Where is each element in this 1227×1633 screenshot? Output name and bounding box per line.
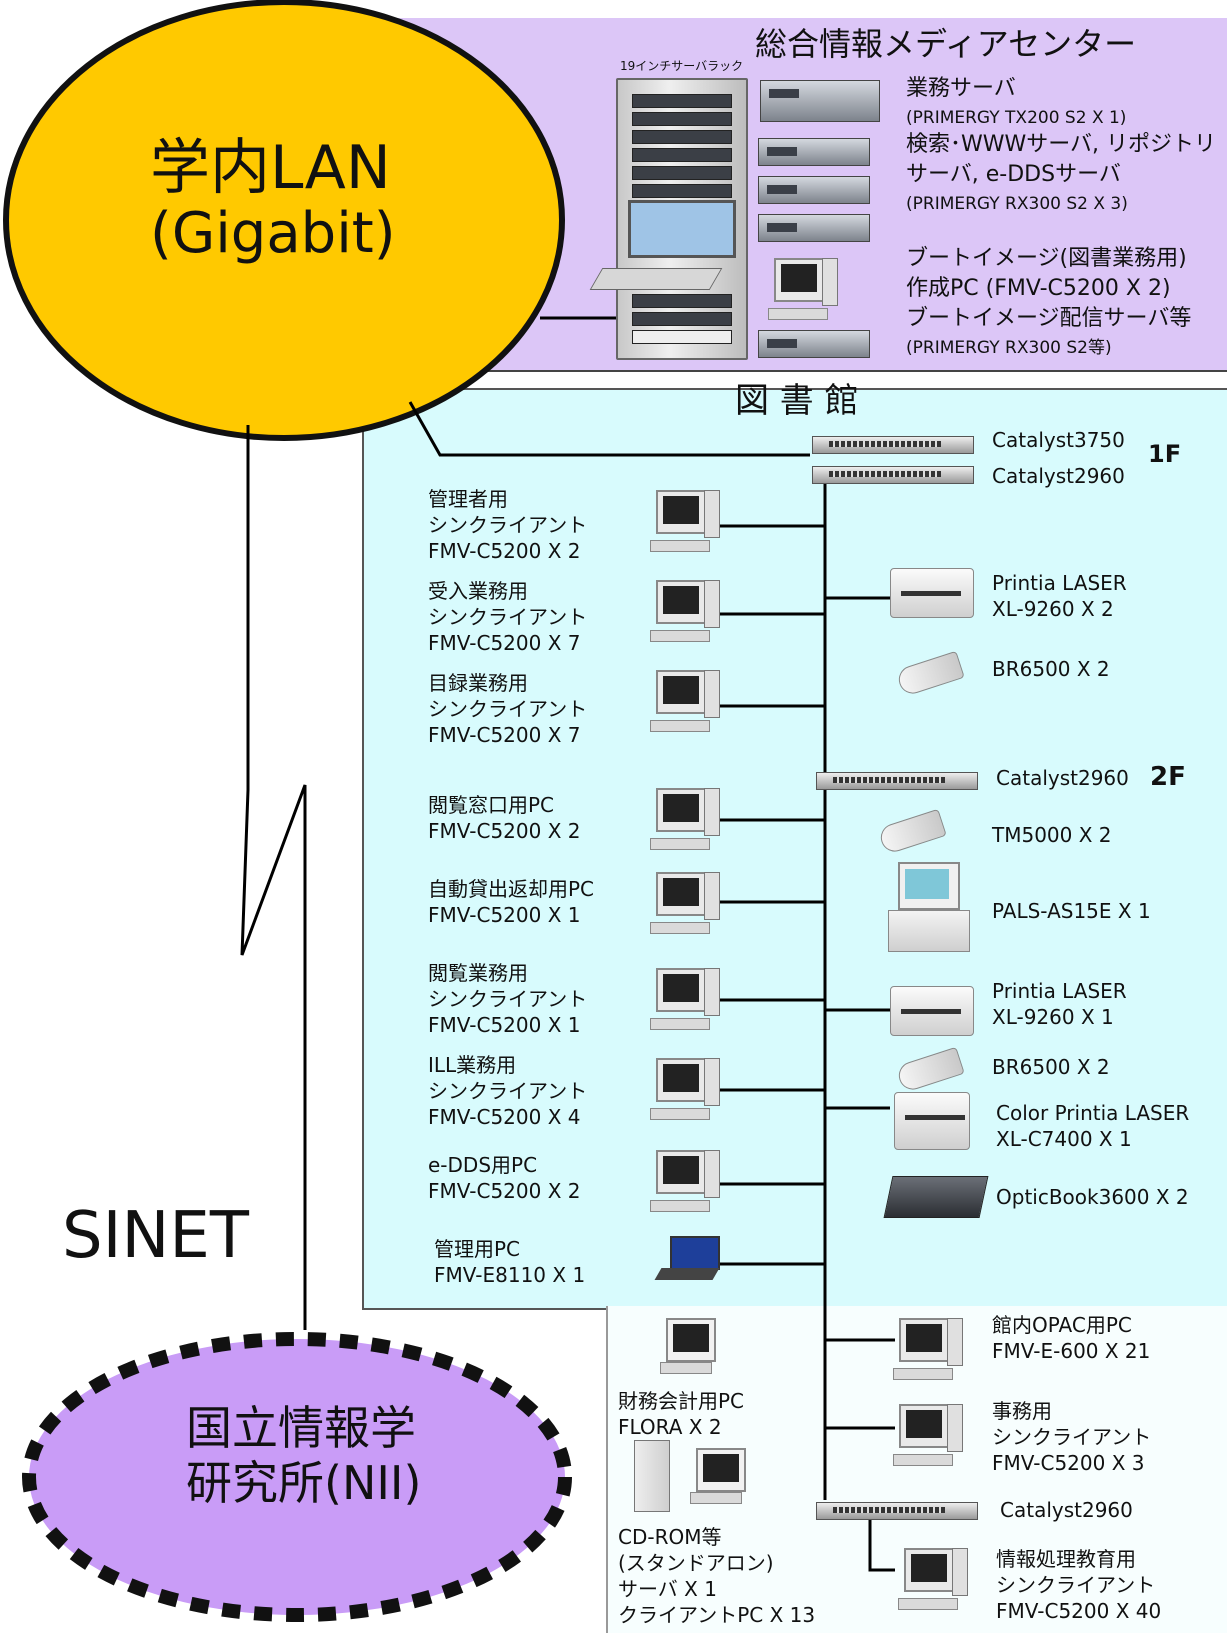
device-label-circulation-pc: 閲覧窓口用PC FMV-C5200 X 2 <box>428 793 581 843</box>
device-label-edds-pc: e-DDS用PC FMV-C5200 X 2 <box>428 1153 581 1203</box>
desktop-pc-icon <box>690 1448 760 1514</box>
device-label-reading-thin-client: 閲覧業務用 シンクライアント FMV-C5200 X 1 <box>428 961 588 1037</box>
business-server-icon <box>760 80 880 122</box>
catalyst2960-switch-1f <box>812 466 974 484</box>
floor-2f-label: 2F <box>1150 762 1186 792</box>
campus-lan-title: 学内LAN <box>150 133 391 203</box>
catalyst2960-switch-office <box>816 1502 978 1520</box>
desktop-pc-icon <box>650 580 720 646</box>
edu-thin-client-label: 情報処理教育用 シンクライアント FMV-C5200 X 40 <box>996 1547 1162 1623</box>
desktop-pc-icon <box>893 1318 963 1384</box>
device-label-acquisition-thin-client: 受入業務用 シンクライアント FMV-C5200 X 7 <box>428 579 588 655</box>
catalyst2960-2f-label: Catalyst2960 <box>996 766 1129 790</box>
campus-lan-ellipse <box>3 0 565 441</box>
opac-pc-label: 館内OPAC用PC FMV-E-600 X 21 <box>992 1313 1151 1363</box>
printer-icon <box>890 986 974 1036</box>
search-servers-line2: サーバ, e-DDSサーバ <box>906 162 1121 187</box>
catalyst2960-office-label: Catalyst2960 <box>1000 1498 1133 1522</box>
catalyst2960-1f-label: Catalyst2960 <box>992 464 1125 488</box>
device-label-br6500-1f: BR6500 X 2 <box>992 657 1110 681</box>
office-thin-client-label: 事務用 シンクライアント FMV-C5200 X 3 <box>992 1399 1152 1475</box>
search-servers-spec: (PRIMERGY RX300 S2 X 3) <box>906 194 1128 214</box>
device-label-admin-pc: 管理用PC FMV-E8110 X 1 <box>434 1237 586 1287</box>
campus-lan-speed: (Gigabit) <box>150 201 396 266</box>
library-panel <box>362 388 1227 1310</box>
rack-server-icon <box>758 214 870 242</box>
desktop-pc-icon <box>650 1058 720 1124</box>
device-label-opticbook: OpticBook3600 X 2 <box>996 1185 1189 1209</box>
rack-server-icon <box>758 138 870 166</box>
desktop-pc-icon <box>650 968 720 1034</box>
desktop-pc-icon <box>768 258 838 324</box>
finance-pc-label: 財務会計用PC FLORA X 2 <box>618 1389 745 1439</box>
self-checkout-machine-icon <box>888 862 972 954</box>
device-label-pals: PALS-AS15E X 1 <box>992 899 1151 923</box>
rack-server-icon <box>758 176 870 204</box>
business-server-spec: (PRIMERGY TX200 S2 X 1) <box>906 108 1127 128</box>
device-label-color-printer: Color Printia LASER XL-C7400 X 1 <box>996 1101 1190 1151</box>
catalyst2960-switch-2f <box>816 772 978 790</box>
rack-server-icon <box>758 330 870 358</box>
device-label-self-checkout-pc: 自動貸出返却用PC FMV-C5200 X 1 <box>428 877 595 927</box>
search-servers-line1: 検索･WWWサーバ, リポジトリ <box>906 132 1217 157</box>
boot-image-spec: (PRIMERGY RX300 S2等) <box>906 338 1112 358</box>
nii-name-line1: 国立情報学 <box>186 1401 416 1455</box>
device-label-ill-thin-client: ILL業務用 シンクライアント FMV-C5200 X 4 <box>428 1053 588 1129</box>
cdrom-server-label: CD-ROM等 (スタンドアロン) サーバ X 1 クライアントPC X 13 <box>618 1525 816 1627</box>
server-rack <box>589 78 748 360</box>
desktop-pc-icon <box>893 1404 963 1470</box>
desktop-pc-icon <box>660 1318 730 1384</box>
device-label-printer-2f: Printia LASER XL-9260 X 1 <box>992 979 1127 1029</box>
boot-image-line1: ブートイメージ(図書業務用) <box>906 246 1187 271</box>
nii-name-line2: 研究所(NII) <box>186 1456 422 1510</box>
device-label-tm5000: TM5000 X 2 <box>992 823 1112 847</box>
library-title: 図 書 館 <box>735 381 859 421</box>
desktop-pc-icon <box>650 490 720 556</box>
device-label-printer-1f: Printia LASER XL-9260 X 2 <box>992 571 1127 621</box>
desktop-pc-icon <box>650 788 720 854</box>
desktop-pc-icon <box>650 670 720 736</box>
standalone-server-icon <box>634 1440 670 1512</box>
floor-1f-label: 1F <box>1148 440 1182 468</box>
device-label-admin-thin-client: 管理者用 シンクライアント FMV-C5200 X 2 <box>428 487 588 563</box>
business-server-label: 業務サーバ <box>906 76 1016 101</box>
catalyst3750-switch <box>812 436 974 454</box>
boot-image-line3: ブートイメージ配信サーバ等 <box>906 306 1192 331</box>
desktop-pc-icon <box>898 1548 968 1614</box>
rack-label: 19インチサーバラック <box>620 59 744 73</box>
nii-ellipse <box>22 1332 572 1622</box>
printer-icon <box>890 568 974 618</box>
desktop-pc-icon <box>650 1150 720 1216</box>
color-printer-icon <box>894 1092 970 1150</box>
flatbed-scanner-icon <box>883 1176 989 1218</box>
media-center-title: 総合情報メディアセンター <box>755 25 1137 63</box>
device-label-br6500-2f: BR6500 X 2 <box>992 1055 1110 1079</box>
sinet-label: SINET <box>62 1199 249 1273</box>
desktop-pc-icon <box>650 872 720 938</box>
device-label-catalog-thin-client: 目録業務用 シンクライアント FMV-C5200 X 7 <box>428 671 588 747</box>
boot-image-line2: 作成PC (FMV-C5200 X 2) <box>906 276 1171 301</box>
laptop-icon <box>654 1236 720 1284</box>
catalyst3750-label: Catalyst3750 <box>992 428 1125 452</box>
